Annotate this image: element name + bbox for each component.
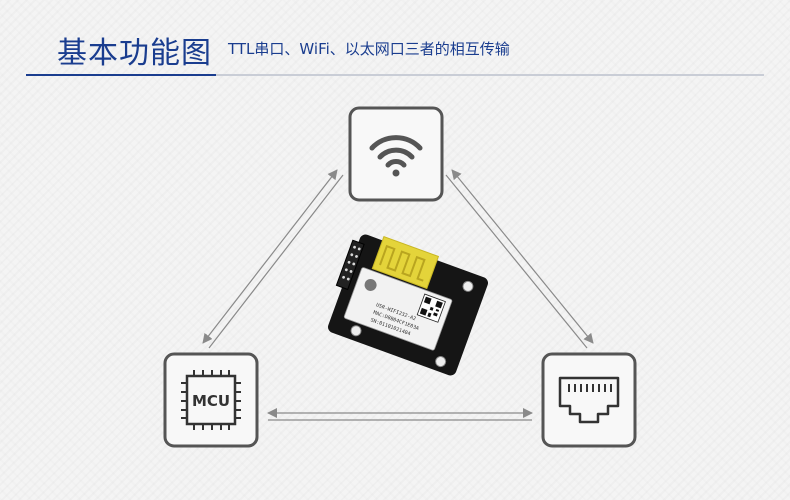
arrow-mcu-ethernet [267, 408, 533, 421]
arrow-wifi-mcu [202, 169, 344, 349]
mcu-node: MCU [163, 352, 259, 448]
wifi-node [348, 106, 444, 202]
page-title: 基本功能图 [57, 36, 212, 71]
chip-icon [181, 370, 241, 430]
ethernet-port-icon [558, 376, 620, 424]
header: 基本功能图 TTL串口、WiFi、以太网口三者的相互传输 [0, 0, 790, 80]
wifi-icon [369, 135, 423, 177]
wifi-module-board: USR-WIFI232-A2 MAC:D8B04CF1E03A SN:01101… [328, 234, 488, 376]
mcu-label: MCU [192, 392, 230, 410]
qr-code-icon [416, 293, 446, 323]
header-divider [26, 74, 764, 76]
arrow-wifi-ethernet [445, 169, 594, 349]
logo-icon [364, 278, 377, 291]
ethernet-node [541, 352, 637, 448]
page-subtitle: TTL串口、WiFi、以太网口三者的相互传输 [228, 40, 510, 58]
